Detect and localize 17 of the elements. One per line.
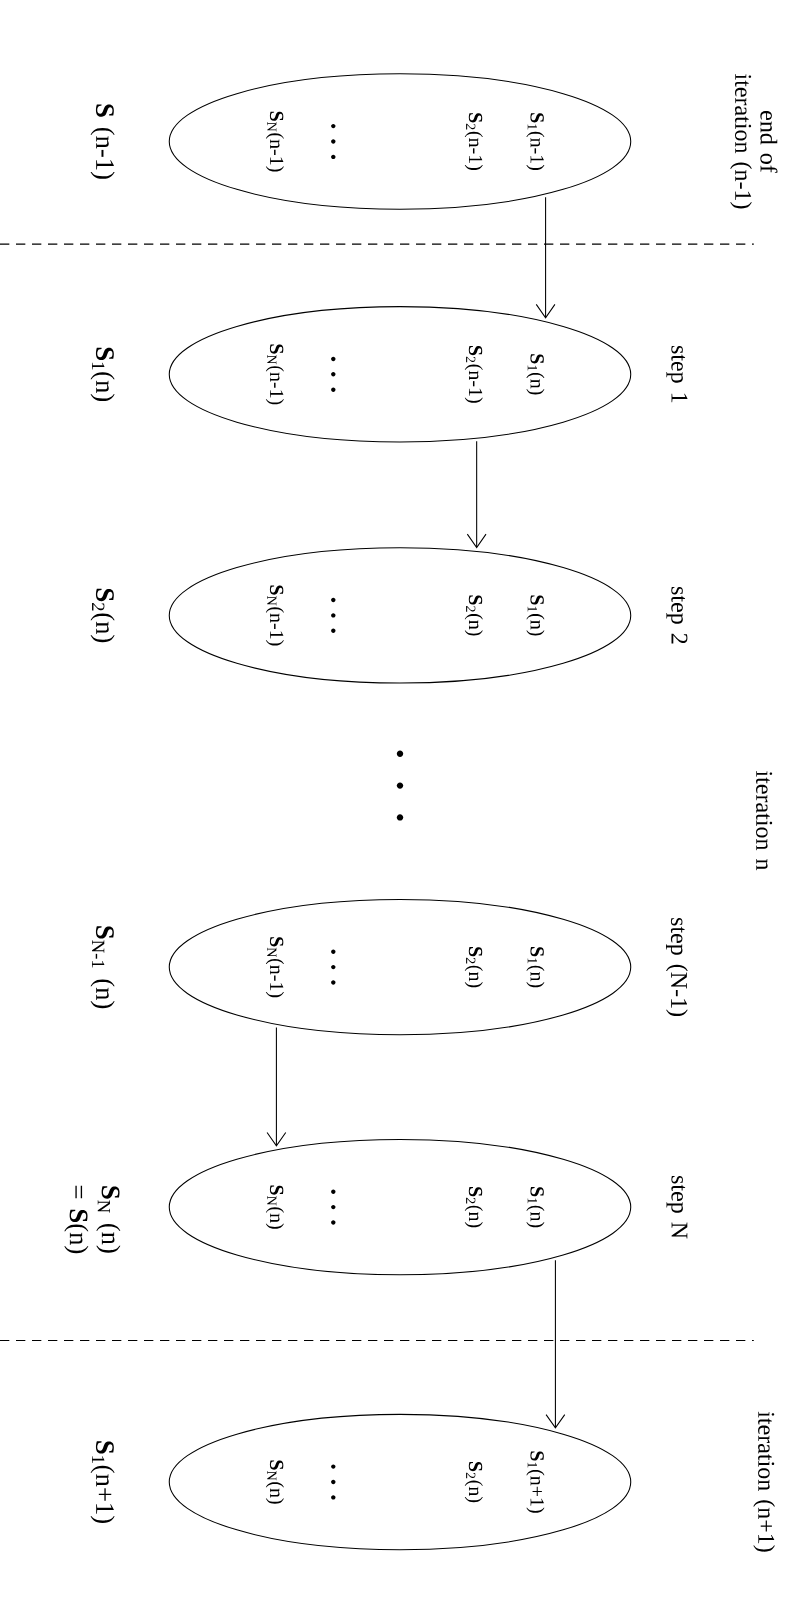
iteration-label: iteration (n+1): [753, 1411, 775, 1552]
iteration-label: iteration n: [756, 771, 773, 871]
set-label: S$_{1}$(n+1): [90, 1441, 115, 1523]
step-label: step (N-1): [666, 918, 688, 1017]
step-label: step N: [666, 1176, 688, 1239]
set-label: S$_{N}$ (n) = S(n): [64, 1185, 121, 1254]
arrow: [466, 440, 487, 549]
iteration-label: end of iteration (n-1): [730, 74, 778, 209]
arrow: [535, 196, 556, 319]
set-label: S$_{2}$(n): [90, 588, 115, 643]
step-label: step 1: [666, 345, 688, 403]
set-label: S$_{1}$(n): [90, 347, 115, 402]
step-label: step 2: [666, 587, 688, 644]
set-label: S (n-1): [90, 104, 115, 179]
arrow: [545, 1259, 566, 1429]
arrow: [266, 1026, 287, 1147]
set-label: S$_{N-1}$ (n): [90, 926, 115, 1009]
